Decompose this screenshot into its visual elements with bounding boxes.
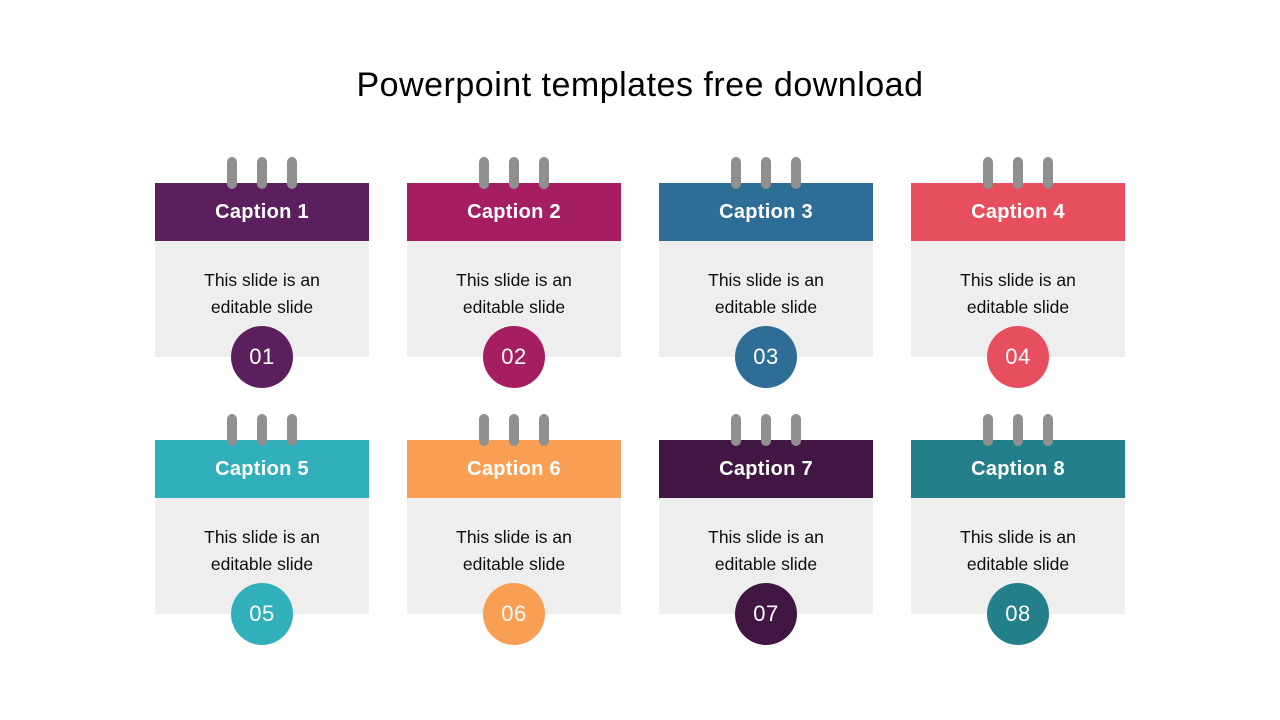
card-number-badge: 02 bbox=[483, 326, 545, 388]
pin-icon bbox=[479, 157, 489, 189]
card-number-badge: 01 bbox=[231, 326, 293, 388]
pin-icon bbox=[791, 157, 801, 189]
card-description: This slide is an editable slide bbox=[456, 270, 572, 317]
card-caption: Caption 1 bbox=[215, 200, 309, 223]
card-number-badge: 06 bbox=[483, 583, 545, 645]
card-number-badge: 05 bbox=[231, 583, 293, 645]
card-header: Caption 7 bbox=[659, 440, 873, 498]
card-caption: Caption 3 bbox=[719, 200, 813, 223]
pin-icon bbox=[1043, 414, 1053, 446]
pin-icon bbox=[983, 157, 993, 189]
card-caption: Caption 8 bbox=[971, 457, 1065, 480]
pin-icon bbox=[983, 414, 993, 446]
binder-pins bbox=[911, 157, 1125, 189]
pin-icon bbox=[257, 414, 267, 446]
pin-icon bbox=[227, 157, 237, 189]
caption-card-3: Caption 3 This slide is an editable slid… bbox=[659, 157, 873, 389]
card-description: This slide is an editable slide bbox=[204, 527, 320, 574]
card-header: Caption 2 bbox=[407, 183, 621, 241]
binder-pins bbox=[155, 157, 369, 189]
card-header: Caption 4 bbox=[911, 183, 1125, 241]
card-description: This slide is an editable slide bbox=[960, 270, 1076, 317]
card-header: Caption 8 bbox=[911, 440, 1125, 498]
card-number-badge: 04 bbox=[987, 326, 1049, 388]
pin-icon bbox=[539, 157, 549, 189]
card-description: This slide is an editable slide bbox=[708, 270, 824, 317]
card-caption: Caption 7 bbox=[719, 457, 813, 480]
caption-card-7: Caption 7 This slide is an editable slid… bbox=[659, 414, 873, 646]
binder-pins bbox=[911, 414, 1125, 446]
card-header: Caption 6 bbox=[407, 440, 621, 498]
pin-icon bbox=[539, 414, 549, 446]
pin-icon bbox=[731, 157, 741, 189]
caption-card-6: Caption 6 This slide is an editable slid… bbox=[407, 414, 621, 646]
pin-icon bbox=[761, 414, 771, 446]
caption-card-1: Caption 1 This slide is an editable slid… bbox=[155, 157, 369, 389]
caption-card-5: Caption 5 This slide is an editable slid… bbox=[155, 414, 369, 646]
pin-icon bbox=[1013, 414, 1023, 446]
card-number-badge: 08 bbox=[987, 583, 1049, 645]
binder-pins bbox=[407, 157, 621, 189]
pin-icon bbox=[257, 157, 267, 189]
card-caption: Caption 2 bbox=[467, 200, 561, 223]
binder-pins bbox=[659, 414, 873, 446]
pin-icon bbox=[287, 157, 297, 189]
card-description: This slide is an editable slide bbox=[960, 527, 1076, 574]
caption-card-4: Caption 4 This slide is an editable slid… bbox=[911, 157, 1125, 389]
caption-card-2: Caption 2 This slide is an editable slid… bbox=[407, 157, 621, 389]
pin-icon bbox=[227, 414, 237, 446]
card-header: Caption 5 bbox=[155, 440, 369, 498]
card-caption: Caption 4 bbox=[971, 200, 1065, 223]
pin-icon bbox=[1013, 157, 1023, 189]
binder-pins bbox=[407, 414, 621, 446]
pin-icon bbox=[1043, 157, 1053, 189]
pin-icon bbox=[479, 414, 489, 446]
pin-icon bbox=[287, 414, 297, 446]
pin-icon bbox=[509, 157, 519, 189]
binder-pins bbox=[155, 414, 369, 446]
caption-card-8: Caption 8 This slide is an editable slid… bbox=[911, 414, 1125, 646]
card-description: This slide is an editable slide bbox=[708, 527, 824, 574]
slide-title: Powerpoint templates free download bbox=[356, 65, 924, 104]
card-body: This slide is an editable slide bbox=[407, 241, 621, 357]
pin-icon bbox=[791, 414, 801, 446]
card-header: Caption 3 bbox=[659, 183, 873, 241]
pin-icon bbox=[761, 157, 771, 189]
card-caption: Caption 6 bbox=[467, 457, 561, 480]
card-description: This slide is an editable slide bbox=[456, 527, 572, 574]
card-caption: Caption 5 bbox=[215, 457, 309, 480]
card-description: This slide is an editable slide bbox=[204, 270, 320, 317]
card-number-badge: 03 bbox=[735, 326, 797, 388]
card-header: Caption 1 bbox=[155, 183, 369, 241]
pin-icon bbox=[731, 414, 741, 446]
card-body: This slide is an editable slide bbox=[911, 241, 1125, 357]
binder-pins bbox=[659, 157, 873, 189]
pin-icon bbox=[509, 414, 519, 446]
card-number-badge: 07 bbox=[735, 583, 797, 645]
